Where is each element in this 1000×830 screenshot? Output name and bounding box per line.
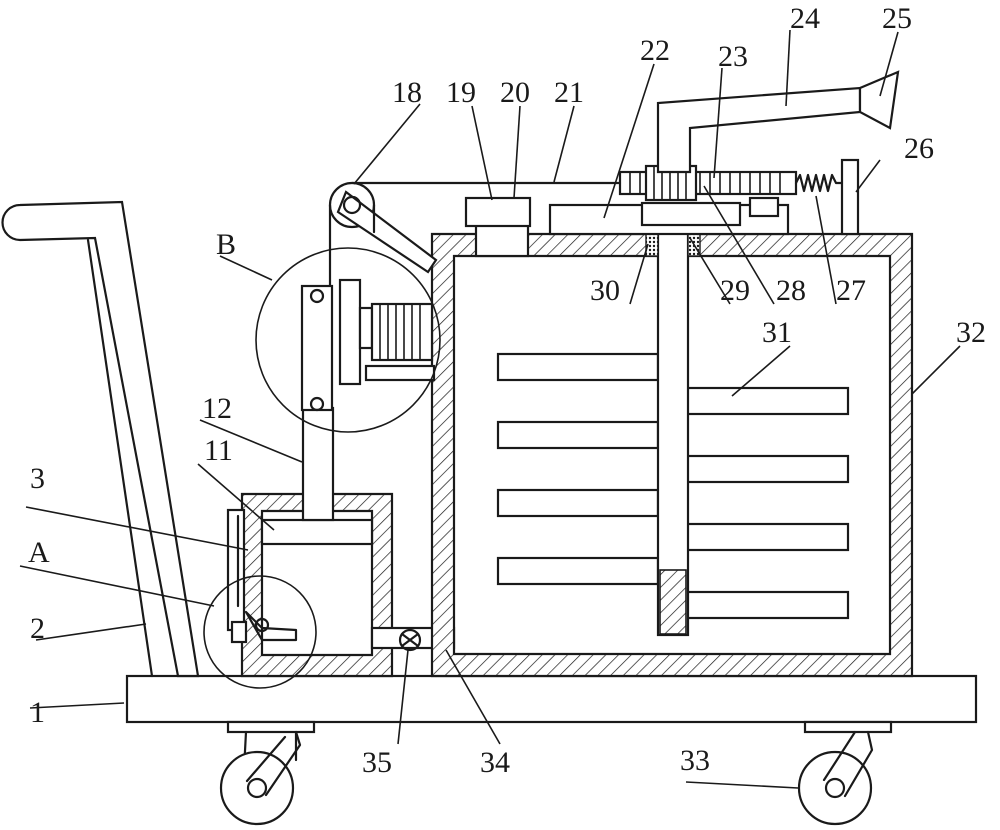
leader-lines [19,29,961,789]
spray-pipe [656,70,900,174]
callout-32: 32 [956,316,986,349]
callout-27: 27 [836,274,866,307]
pump-housing [226,406,394,678]
callout-23: 23 [718,40,748,73]
callout-a: A [28,536,50,569]
callout-19: 19 [446,76,476,109]
stirring-shaft [645,223,701,637]
callout-18: 18 [392,76,422,109]
callout-2: 2 [30,612,45,645]
callout-12: 12 [202,392,232,425]
base-plate [125,674,978,724]
callout-25: 25 [882,2,912,35]
motor-crank [300,278,436,412]
callout-29: 29 [720,274,750,307]
push-handle [1,200,200,678]
callout-21: 21 [554,76,584,109]
callout-24: 24 [790,2,820,35]
top-mechanism [464,158,860,258]
callout-33: 33 [680,744,710,777]
callout-20: 20 [500,76,530,109]
callout-30: 30 [590,274,620,307]
right-wheel [797,720,893,826]
detail-circle-b [255,247,441,433]
callout-26: 26 [904,132,934,165]
valve-detail [230,610,298,644]
callout-b: B [216,228,236,261]
callout-11: 11 [204,434,233,467]
callout-34: 34 [480,746,510,779]
callout-3: 3 [30,462,45,495]
callout-35: 35 [362,746,392,779]
callout-1: 1 [30,696,45,729]
callout-labels: 1 2 3 A B 11 12 18 19 20 21 22 23 24 25 … [28,2,986,779]
callout-31: 31 [762,316,792,349]
callout-22: 22 [640,34,670,67]
callout-28: 28 [776,274,806,307]
detail-circle-a [203,575,317,689]
pulley-arm [328,181,622,292]
left-wheel [219,720,316,826]
